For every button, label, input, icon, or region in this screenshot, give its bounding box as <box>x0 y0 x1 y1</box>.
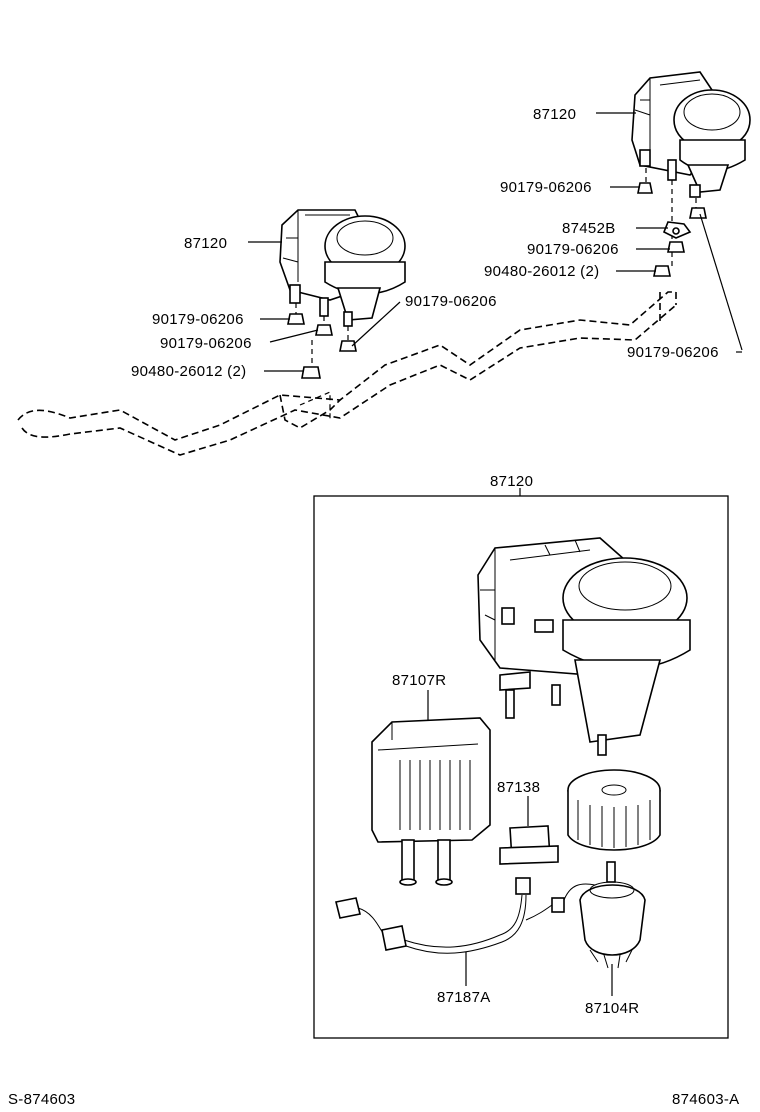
label-motor: 87104R <box>585 1000 639 1017</box>
heater-core <box>371 717 491 886</box>
label-wire-harness: 87187A <box>437 989 491 1006</box>
blower-unit-left <box>279 209 406 327</box>
footer-right-code: 874603-A <box>672 1091 739 1108</box>
label-unit-detail: 87120 <box>490 473 533 490</box>
label-nut-r3: 90179-06206 <box>627 344 719 361</box>
label-nut-l3: 90179-06206 <box>405 293 497 310</box>
mount-line-right <box>645 168 697 270</box>
fan-wheel <box>567 769 661 851</box>
blower-assembly-detail <box>477 537 691 756</box>
label-clip-l: 90480-26012 (2) <box>131 363 246 380</box>
label-nut-r2: 90179-06206 <box>527 241 619 258</box>
leader-lines-detail <box>427 690 613 996</box>
label-nut-r1: 90179-06206 <box>500 179 592 196</box>
label-nut-l1: 90179-06206 <box>152 311 244 328</box>
label-clip-r: 90480-26012 (2) <box>484 263 599 280</box>
footer-left-code: S-874603 <box>8 1091 75 1108</box>
blower-unit-upper-right <box>631 71 751 198</box>
label-heater-core: 87107R <box>392 672 446 689</box>
hardware-left <box>287 313 357 379</box>
detail-box <box>313 488 729 1039</box>
label-nut-l2: 90179-06206 <box>160 335 252 352</box>
resistor-part <box>499 825 559 865</box>
label-unit-left: 87120 <box>184 235 227 252</box>
label-bracket-r: 87452B <box>562 220 616 237</box>
wire-harness <box>335 877 596 954</box>
leader-lines-top <box>248 112 743 372</box>
floor-duct-outline <box>17 291 677 456</box>
hardware-right <box>637 182 707 277</box>
label-resistor: 87138 <box>497 779 540 796</box>
label-unit-right: 87120 <box>533 106 576 123</box>
blower-motor <box>579 861 646 969</box>
